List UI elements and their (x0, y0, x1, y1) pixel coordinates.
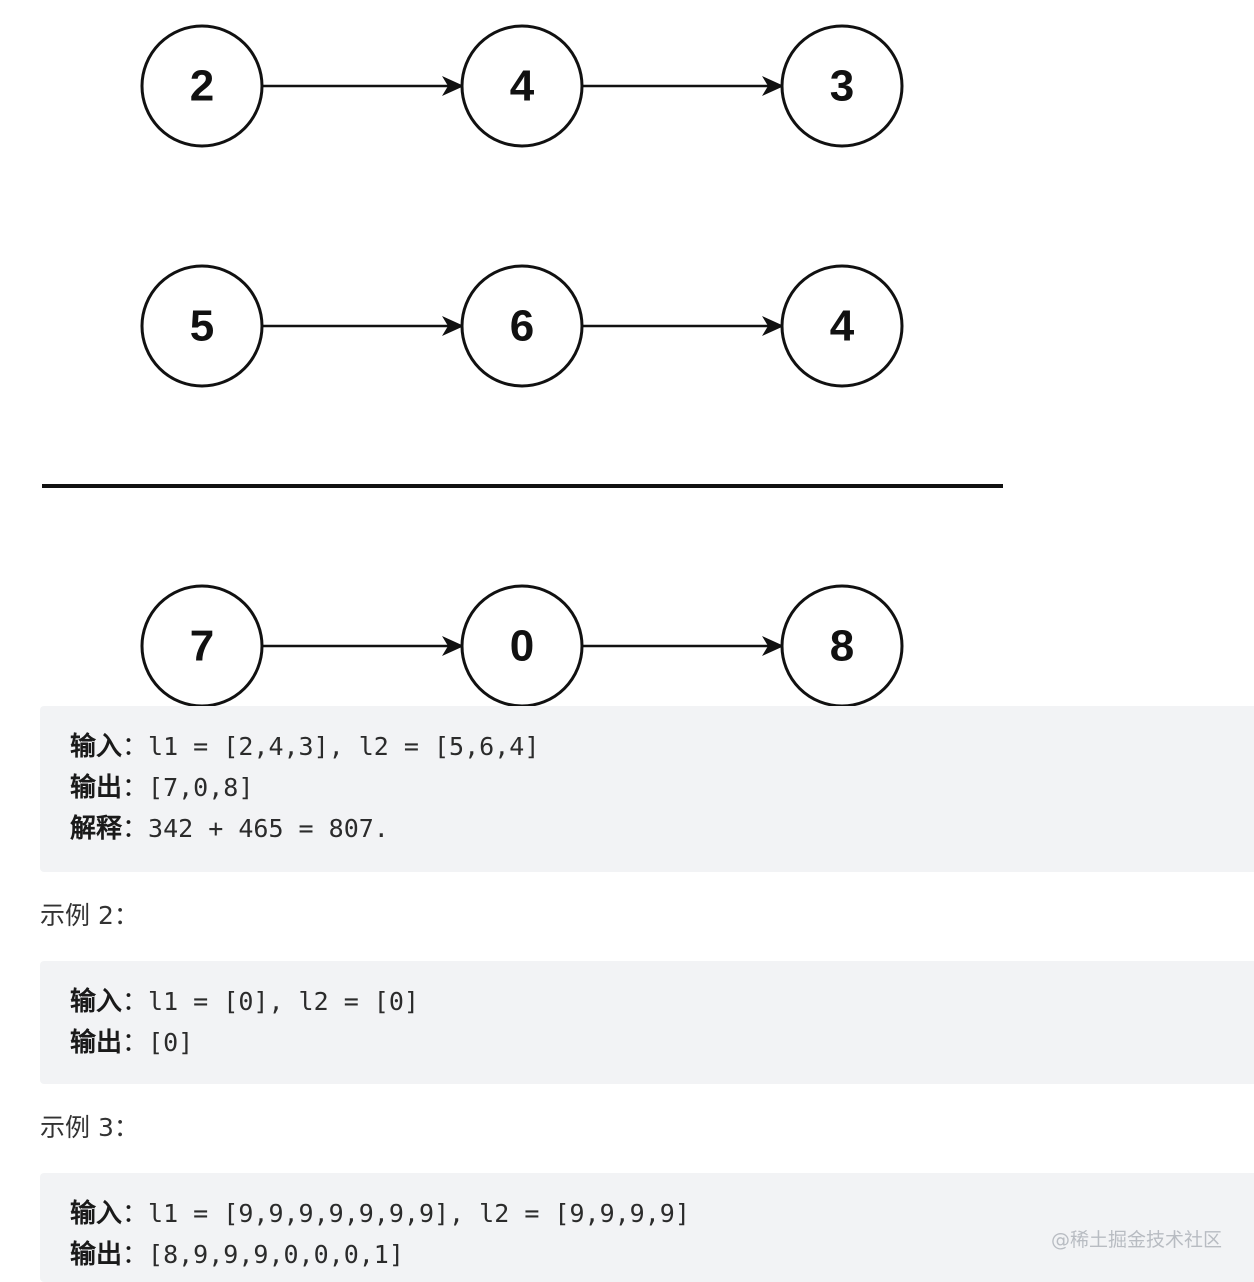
colon: ： (122, 814, 149, 844)
node-value: 4 (510, 62, 535, 111)
colon: ： (122, 773, 149, 803)
output-label: 输出 (70, 773, 123, 803)
explanation-value: 342 + 465 = 807. (148, 814, 389, 843)
input-value: l1 = [2,4,3], l2 = [5,6,4] (148, 732, 540, 761)
list-row-2: 5 6 4 (140, 264, 904, 388)
output-value: [7,0,8] (148, 773, 254, 802)
code-line-output: 输出：[0] (70, 1022, 1254, 1063)
list-row-1: 2 4 3 (140, 24, 904, 148)
code-line-output: 输出：[8,9,9,9,0,0,0,1] (70, 1234, 1254, 1275)
code-line-input: 输入：l1 = [2,4,3], l2 = [5,6,4] (70, 726, 1254, 767)
example-3-code-block: 输入：l1 = [9,9,9,9,9,9,9], l2 = [9,9,9,9] … (40, 1173, 1254, 1282)
code-line-input: 输入：l1 = [9,9,9,9,9,9,9], l2 = [9,9,9,9] (70, 1193, 1254, 1234)
colon: ： (122, 732, 149, 762)
node-value: 7 (190, 622, 214, 671)
output-value: [8,9,9,9,0,0,0,1] (148, 1240, 404, 1269)
output-label: 输出 (70, 1240, 123, 1270)
explanation-label: 解释 (70, 814, 123, 844)
colon: ： (122, 1240, 149, 1270)
node-value: 4 (830, 302, 855, 351)
list-node: 2 (140, 24, 264, 148)
watermark: @稀土掘金技术社区 (1050, 1229, 1222, 1251)
list-node: 3 (780, 24, 904, 148)
input-value: l1 = [9,9,9,9,9,9,9], l2 = [9,9,9,9] (148, 1199, 690, 1228)
list-node: 0 (460, 584, 584, 708)
example-3-heading: 示例 3： (40, 1113, 139, 1142)
example-2-heading: 示例 2： (40, 901, 139, 930)
list-node: 7 (140, 584, 264, 708)
list-node: 8 (780, 584, 904, 708)
colon: ： (122, 1028, 149, 1058)
input-label: 输入 (70, 1199, 123, 1229)
list-node: 6 (460, 264, 584, 388)
code-line-output: 输出：[7,0,8] (70, 767, 1254, 808)
input-label: 输入 (70, 987, 123, 1017)
node-value: 0 (510, 622, 534, 671)
input-value: l1 = [0], l2 = [0] (148, 987, 419, 1016)
example-1-code-block: 输入：l1 = [2,4,3], l2 = [5,6,4] 输出：[7,0,8]… (40, 706, 1254, 872)
list-node: 5 (140, 264, 264, 388)
node-value: 6 (510, 302, 534, 351)
output-value: [0] (148, 1028, 194, 1057)
node-value: 2 (190, 62, 214, 111)
list-node: 4 (460, 24, 584, 148)
colon: ： (122, 987, 149, 1017)
linked-list-diagram: 2 4 3 5 6 4 7 (42, 24, 1003, 708)
node-value: 8 (830, 622, 854, 671)
code-line-input: 输入：l1 = [0], l2 = [0] (70, 981, 1254, 1022)
code-line-explanation: 解释：342 + 465 = 807. (70, 808, 1254, 849)
colon: ： (122, 1199, 149, 1229)
list-node: 4 (780, 264, 904, 388)
input-label: 输入 (70, 732, 123, 762)
node-value: 5 (190, 302, 214, 351)
list-row-result: 7 0 8 (140, 584, 904, 708)
example-2-code-block: 输入：l1 = [0], l2 = [0] 输出：[0] (40, 961, 1254, 1084)
node-value: 3 (830, 62, 854, 111)
output-label: 输出 (70, 1028, 123, 1058)
